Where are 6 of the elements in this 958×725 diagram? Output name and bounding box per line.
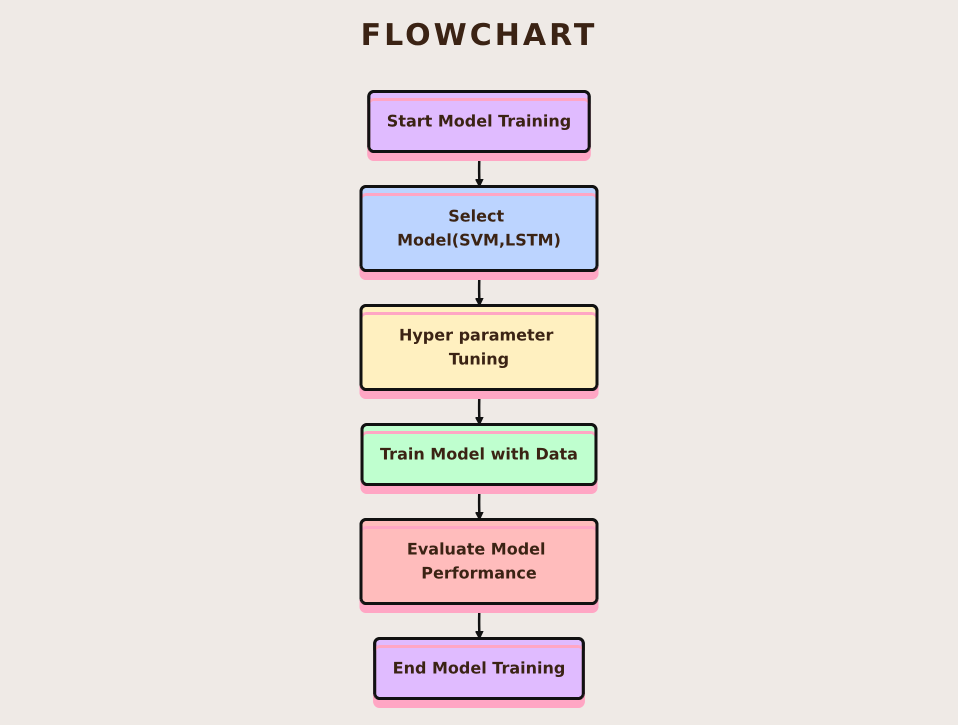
arrow	[474, 604, 484, 640]
diagram-title: FLOWCHART	[360, 18, 598, 53]
arrow	[474, 152, 484, 188]
arrow	[474, 390, 484, 426]
arrow	[474, 270, 484, 306]
arrow	[474, 484, 484, 520]
